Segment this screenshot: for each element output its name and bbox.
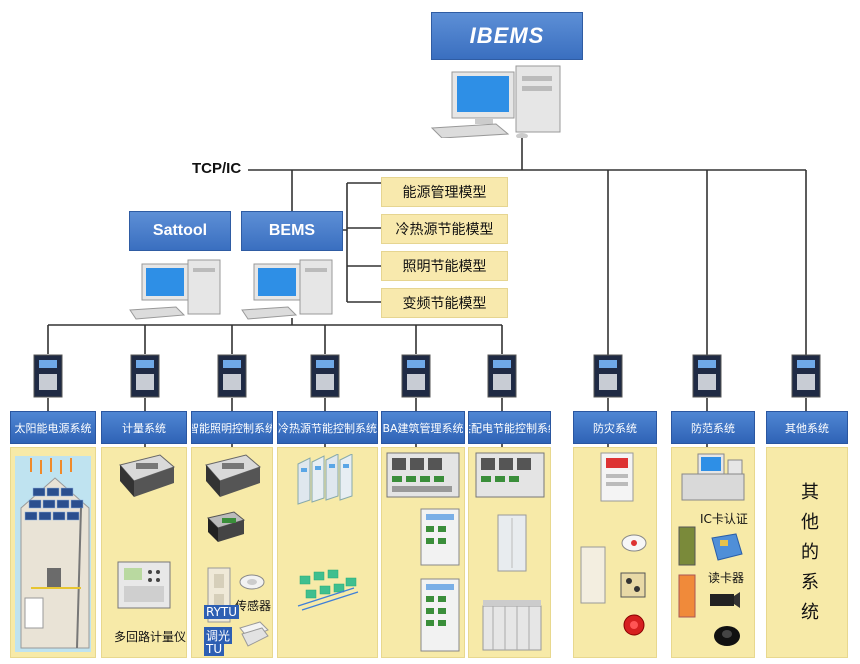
power-transformer-illustration — [482, 600, 542, 651]
lighting-controller-device — [205, 454, 261, 497]
other-char-2: 他 — [801, 512, 819, 533]
multi-circuit-meter-device — [117, 561, 171, 609]
hvac-cabinet-device — [297, 454, 353, 505]
module-vfd-saving: 变频节能模型 — [381, 288, 508, 318]
ba-io-module-2 — [420, 578, 460, 652]
access-reader-device — [678, 526, 696, 566]
sensor-label: 传感器 — [235, 599, 272, 613]
system-header-fire: 防灾系统 — [573, 411, 657, 444]
meter-controller-device — [119, 454, 175, 497]
smoke-detector-icon — [621, 534, 647, 552]
security-workstation-icon — [681, 453, 745, 501]
network-label: TCP/IC — [192, 160, 242, 177]
system-panel-fire — [573, 447, 657, 658]
controller-icon-metering — [130, 354, 160, 398]
other-systems-text: 其 他 的 系 统 — [795, 478, 825, 628]
hvac-chiller-illustration — [297, 569, 359, 611]
bems-box: BEMS — [241, 211, 343, 251]
ibems-title: IBEMS — [469, 23, 545, 48]
system-panel-other — [766, 447, 848, 658]
power-controller-panel — [475, 452, 545, 498]
fire-control-cabinet — [580, 546, 606, 604]
tu-label: TU — [204, 642, 225, 656]
module-lighting-saving: 照明节能模型 — [381, 251, 508, 281]
module-hvac-saving: 冷热源节能模型 — [381, 214, 508, 244]
module-energy-management: 能源管理模型 — [381, 177, 508, 207]
meter-label: 多回路计量仪 — [114, 630, 187, 644]
fire-alarm-button-icon — [623, 614, 645, 636]
system-header-hvac: 冷热源节能控制系统 — [277, 411, 378, 444]
system-panel-lighting: 传感器 RYTU 调光 TU — [191, 447, 273, 658]
controller-icon-lighting — [217, 354, 247, 398]
camera-icon — [710, 592, 740, 608]
controller-icon-hvac — [310, 354, 340, 398]
sensor-icon — [239, 574, 265, 590]
rytu-label: RYTU — [204, 605, 240, 619]
other-char-5: 统 — [801, 602, 819, 623]
sattool-box: Sattool — [129, 211, 231, 251]
controller-icon-security — [692, 354, 722, 398]
system-panel-security: IC卡认证 读卡器 — [671, 447, 755, 658]
system-panel-ba — [381, 447, 465, 658]
bems-label: BEMS — [268, 222, 316, 239]
ic-card-label: IC卡认证 — [700, 512, 748, 526]
system-panel-hvac — [277, 447, 378, 658]
lighting-module-device — [207, 511, 246, 542]
controller-icon-other — [791, 354, 821, 398]
dome-camera-icon — [714, 626, 740, 646]
ic-card-icon — [711, 533, 743, 561]
fire-alarm-panel — [600, 452, 634, 502]
dimmer-label: 调光 — [204, 627, 233, 644]
system-panel-solar — [10, 447, 96, 658]
other-char-3: 的 — [801, 542, 819, 563]
other-char-4: 系 — [801, 572, 819, 593]
system-header-power: 供配电节能控制系统 — [468, 411, 551, 444]
controller-icon-solar — [33, 354, 63, 398]
system-panel-power — [468, 447, 551, 658]
card-reader-label: 读卡器 — [708, 571, 745, 585]
bems-computer-icon — [241, 259, 333, 320]
system-header-metering: 计量系统 — [101, 411, 187, 444]
other-char-1: 其 — [801, 482, 819, 503]
ibems-computer-icon — [430, 65, 561, 138]
sattool-label: Sattool — [152, 222, 208, 239]
ba-io-module-1 — [420, 508, 460, 566]
system-header-lighting: 智能照明控制系统 — [191, 411, 273, 444]
controller-icon-power — [487, 354, 517, 398]
sattool-computer-icon — [129, 259, 221, 320]
system-header-ba: BA建筑管理系统 — [381, 411, 465, 444]
power-switchgear-cabinet — [497, 514, 527, 572]
ibems-title-box: IBEMS — [431, 12, 583, 60]
door-controller-device — [678, 574, 696, 618]
fire-module-icon — [620, 572, 646, 598]
system-header-solar: 太阳能电源系统 — [10, 411, 96, 444]
controller-icon-fire — [593, 354, 623, 398]
system-header-other: 其他系统 — [766, 411, 848, 444]
ceiling-light-icon — [239, 621, 269, 647]
system-header-security: 防范系统 — [671, 411, 755, 444]
solar-building-illustration — [15, 456, 91, 652]
ba-controller-panel — [386, 452, 460, 498]
controller-icon-ba — [401, 354, 431, 398]
system-panel-metering: 多回路计量仪 — [101, 447, 187, 658]
module-bracket — [343, 182, 381, 303]
